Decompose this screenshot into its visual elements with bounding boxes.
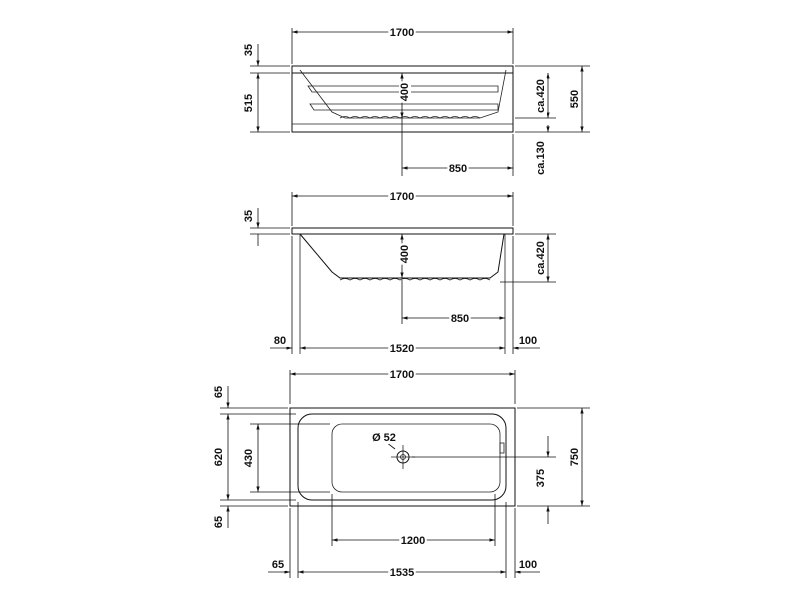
section-drain-offset-label: 850: [451, 313, 469, 325]
section-right-inset-label: 100: [519, 335, 537, 347]
plan-length-label: 1700: [390, 369, 414, 381]
plan-inner-length-label: 1535: [390, 567, 414, 579]
section-inner-length-label: 1520: [390, 343, 414, 355]
label-background: [213, 446, 225, 468]
label-background: [399, 81, 411, 103]
label-background: [243, 208, 255, 224]
label-background: [370, 432, 398, 444]
side-total-height-label: 550: [569, 90, 581, 108]
side-height-label: 515: [243, 94, 255, 112]
section-view: 1700 35 400 ca.420 850 80 1520 100: [243, 191, 556, 355]
side-armrest-shape: [309, 103, 499, 111]
side-inner-ledge: [307, 85, 499, 93]
label-background: [388, 27, 416, 39]
plan-floor-width-label: 430: [243, 449, 255, 467]
label-background: [388, 343, 416, 355]
label-background: [399, 535, 427, 547]
label-background: [449, 313, 471, 325]
label-background: [388, 191, 416, 203]
plan-left-inset-label: 65: [272, 559, 284, 571]
side-height-ca-label: ca.420: [535, 79, 547, 113]
label-background: [243, 447, 255, 469]
side-tub-outline: [291, 65, 514, 133]
plan-overflow: [499, 442, 505, 454]
plan-total-width-label: 750: [569, 448, 581, 466]
plan-view: Ø 52 1700 65 620 430 65 375 750: [213, 369, 590, 579]
side-length-label: 1700: [390, 27, 414, 39]
plan-rim-top-label: 65: [213, 386, 225, 398]
section-rim-label: 35: [243, 210, 255, 222]
plan-floor-length-label: 1200: [401, 535, 425, 547]
label-background: [517, 335, 539, 347]
label-background: [243, 42, 255, 58]
drain-diameter-label: Ø 52: [372, 432, 396, 444]
label-background: [388, 369, 416, 381]
label-background: [517, 559, 539, 571]
label-background: [535, 77, 547, 115]
plan-basin-floor: [331, 423, 501, 493]
side-feet-label: ca.130: [535, 141, 547, 175]
label-background: [447, 163, 469, 175]
label-background: [535, 139, 547, 177]
label-background: [569, 446, 581, 468]
section-left-inset-label: 80: [274, 335, 286, 347]
section-length-label: 1700: [390, 191, 414, 203]
side-drain-offset-label: 850: [449, 163, 467, 175]
section-depth-label: 400: [399, 245, 411, 263]
label-background: [270, 559, 286, 571]
plan-inner-width-label: 620: [213, 448, 225, 466]
label-background: [243, 92, 255, 114]
label-background: [399, 243, 411, 265]
section-rim: [291, 227, 514, 235]
side-elevation-view: 1700 35 515 400 ca.420 550 ca.130 850: [243, 27, 590, 177]
label-background: [569, 88, 581, 110]
side-floor-texture: [339, 116, 481, 119]
drain-icon: [391, 445, 415, 469]
section-floor-texture: [339, 278, 491, 281]
label-background: [535, 467, 547, 489]
side-basin-outline: [299, 69, 507, 119]
label-background: [213, 384, 225, 400]
label-background: [388, 567, 416, 579]
plan-rim-bottom-label: 65: [213, 516, 225, 528]
side-depth-label: 400: [399, 83, 411, 101]
section-basin-outline: [299, 233, 505, 279]
side-rim-label: 35: [243, 44, 255, 56]
section-height-ca-label: ca.420: [535, 241, 547, 275]
label-background: [535, 239, 547, 277]
plan-right-inset-label: 100: [519, 559, 537, 571]
label-background: [213, 514, 225, 530]
label-background: [272, 335, 288, 347]
plan-drain-center-label: 375: [535, 469, 547, 487]
